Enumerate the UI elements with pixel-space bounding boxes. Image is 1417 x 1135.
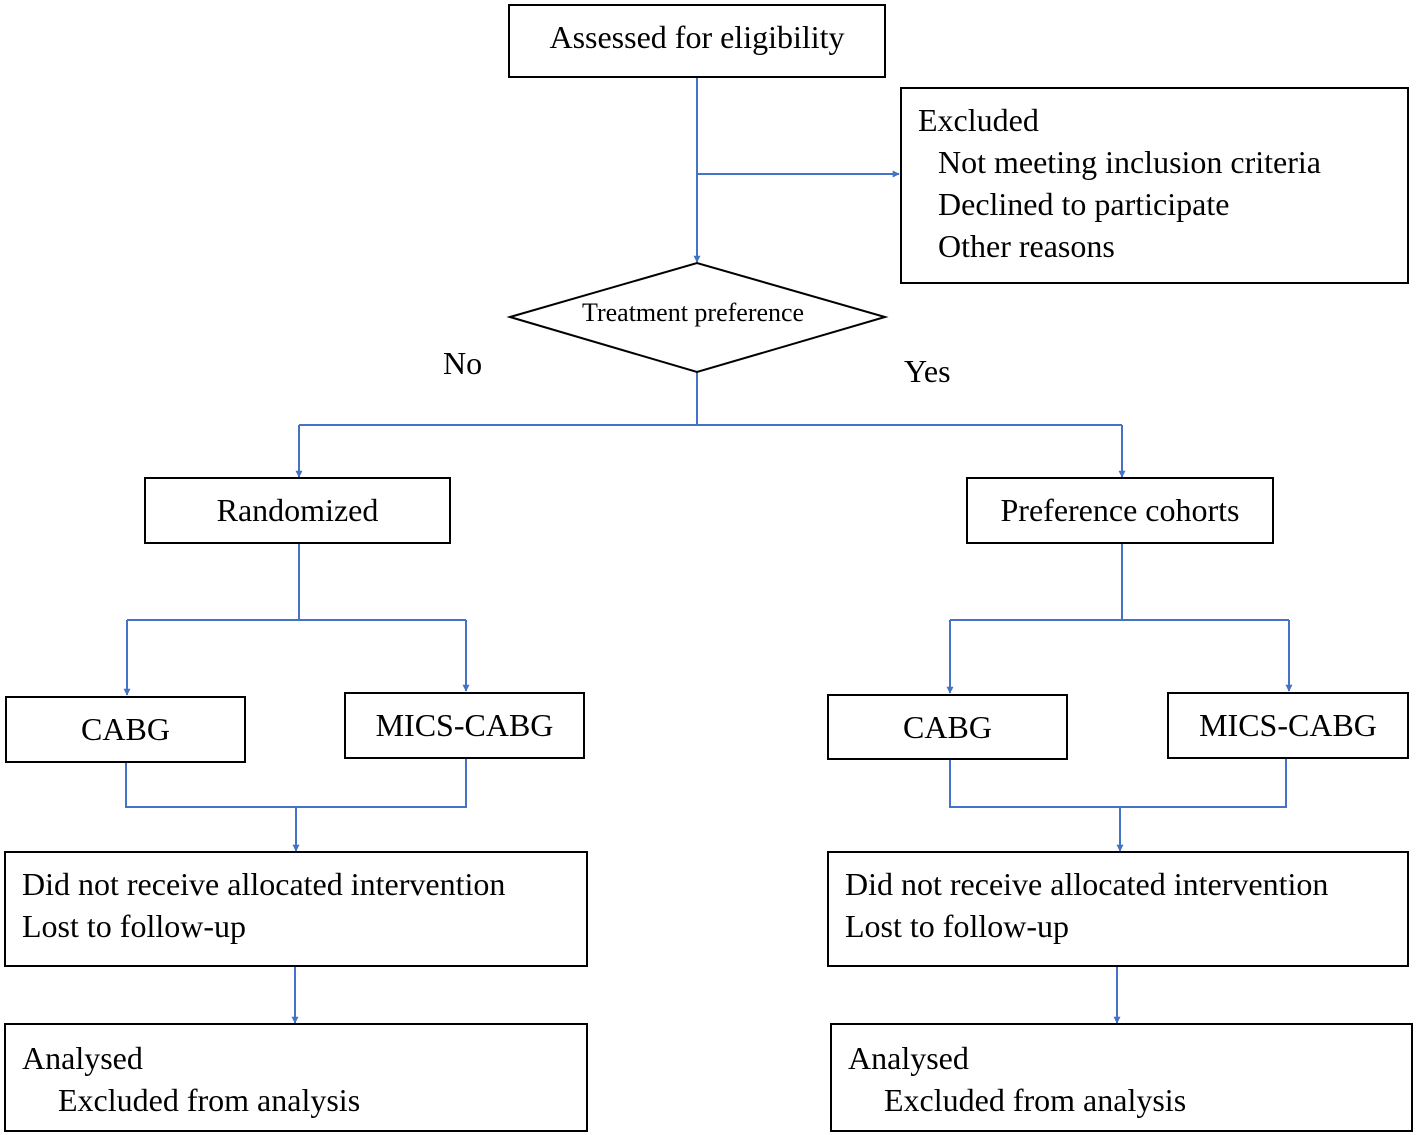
right-followup-box: Did not receive allocated intervention L… <box>827 851 1409 967</box>
left-cabg-box: CABG <box>5 696 246 763</box>
excluded-reason: Other reasons <box>938 228 1115 264</box>
connector-randomized-split <box>127 544 466 621</box>
connector-left-merge <box>125 759 467 808</box>
right-analysis-sub: Excluded from analysis <box>884 1082 1187 1118</box>
left-analysis-sub: Excluded from analysis <box>58 1082 361 1118</box>
left-followup-line: Lost to follow-up <box>22 908 246 944</box>
excluded-reason: Declined to participate <box>938 186 1230 222</box>
right-analysis-title: Analysed <box>848 1040 969 1076</box>
left-mics-cabg-label: MICS-CABG <box>375 707 554 743</box>
right-followup-line: Lost to follow-up <box>845 908 1069 944</box>
right-mics-cabg-box: MICS-CABG <box>1167 692 1409 759</box>
assessed-label: Assessed for eligibility <box>549 18 845 55</box>
assessed-box: Assessed for eligibility <box>508 4 886 78</box>
randomized-label: Randomized <box>216 492 379 528</box>
connector-right-merge <box>949 759 1287 808</box>
connector-preference-split <box>950 544 1289 621</box>
branch-no-label: No <box>443 345 483 381</box>
decision-diamond <box>506 261 889 374</box>
preference-cohorts-label: Preference cohorts <box>1000 492 1240 528</box>
right-cabg-box: CABG <box>827 694 1068 760</box>
decision-label: Treatment preference <box>582 298 805 327</box>
randomized-box: Randomized <box>144 477 451 544</box>
left-followup-line: Did not receive allocated intervention <box>22 866 506 902</box>
left-analysis-box: Analysed Excluded from analysis <box>4 1023 588 1132</box>
branch-yes-label: Yes <box>904 353 951 389</box>
right-mics-cabg-label: MICS-CABG <box>1199 707 1377 743</box>
right-followup-line: Did not receive allocated intervention <box>845 866 1329 902</box>
right-analysis-box: Analysed Excluded from analysis <box>830 1023 1413 1132</box>
left-analysis-title: Analysed <box>22 1040 143 1076</box>
left-cabg-label: CABG <box>81 711 170 747</box>
excluded-box: Excluded Not meeting inclusion criteria … <box>900 87 1409 284</box>
preference-cohorts-box: Preference cohorts <box>966 477 1274 544</box>
excluded-title: Excluded <box>918 102 1039 138</box>
left-followup-box: Did not receive allocated intervention L… <box>4 851 588 967</box>
excluded-reason: Not meeting inclusion criteria <box>938 144 1321 180</box>
left-mics-cabg-box: MICS-CABG <box>344 692 585 759</box>
right-cabg-label: CABG <box>903 708 992 745</box>
